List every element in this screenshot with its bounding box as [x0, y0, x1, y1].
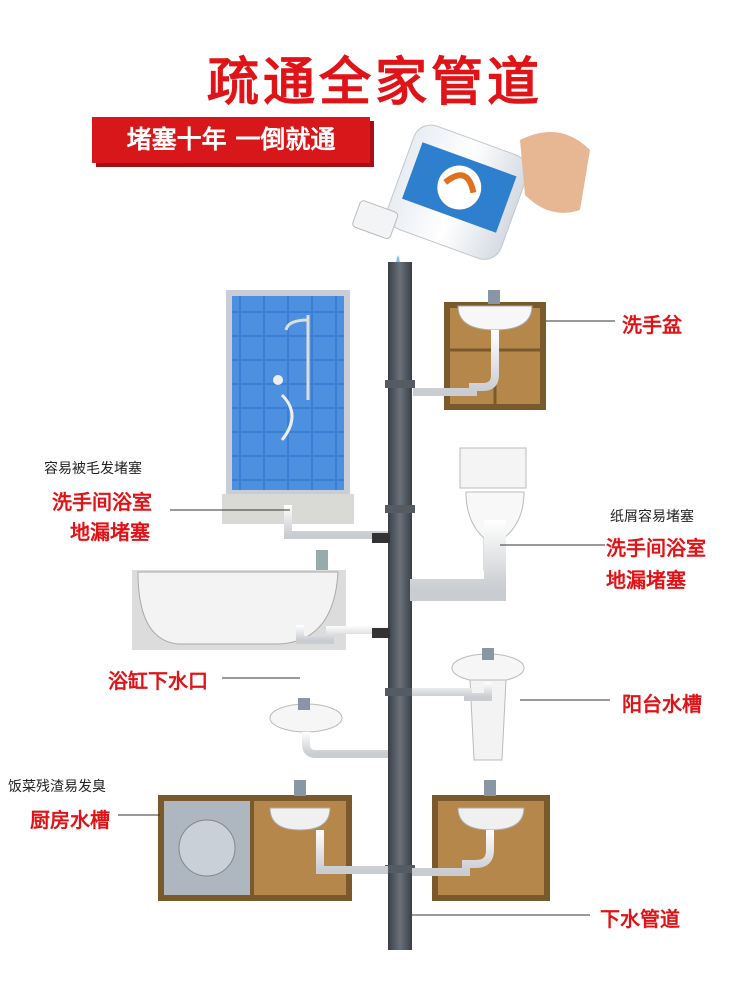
label-paper-note: 纸屑容易堵塞	[610, 509, 694, 525]
hand	[520, 132, 590, 213]
kitchen-cabinet	[158, 780, 352, 901]
shower-stall	[222, 290, 354, 524]
label-kitchen-sink: 厨房水槽	[30, 808, 110, 832]
label-hair-note: 容易被毛发堵塞	[44, 461, 142, 477]
main-drain-pipe	[388, 262, 412, 950]
label-bathroom-drain-right-2: 地漏堵塞	[606, 568, 686, 592]
label-bathtub-drain: 浴缸下水口	[108, 669, 208, 693]
bathtub	[132, 550, 346, 650]
label-food-note: 饭菜残渣易发臭	[8, 779, 106, 795]
product-bottle	[352, 124, 529, 260]
small-sink	[269, 698, 343, 733]
label-bathroom-drain-left-2: 地漏堵塞	[70, 520, 150, 544]
label-drain-pipe: 下水管道	[600, 907, 680, 931]
label-bathroom-drain-left-1: 洗手间浴室	[52, 490, 152, 514]
pedestal-sink	[451, 648, 525, 761]
page-title: 疏通全家管道	[206, 53, 543, 113]
label-balcony-sink: 阳台水槽	[622, 692, 702, 716]
promo-banner: 堵塞十年 一倒就通	[92, 117, 370, 163]
label-bathroom-drain-right-1: 洗手间浴室	[606, 536, 706, 560]
label-wash-basin: 洗手盆	[622, 313, 682, 337]
